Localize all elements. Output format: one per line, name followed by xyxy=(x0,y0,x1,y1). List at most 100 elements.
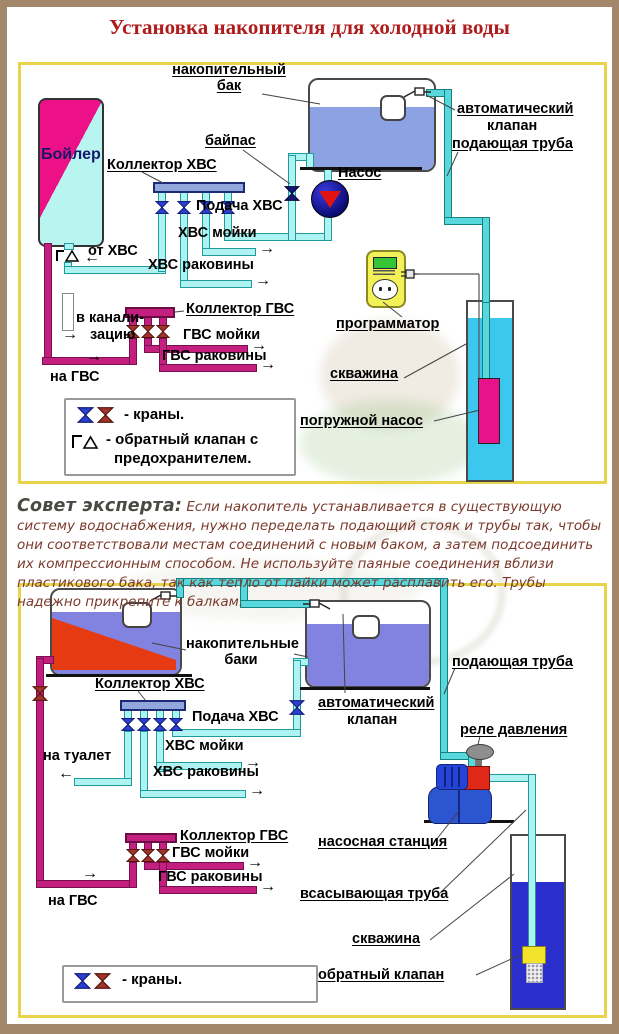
pressure-switch-stem xyxy=(475,757,482,767)
tap-valve-icon xyxy=(153,718,167,731)
feed-pipe-label: подающая труба xyxy=(452,654,573,670)
tap-valve-icon xyxy=(126,325,140,338)
tap-valve-icon xyxy=(137,718,151,731)
check-valve-icon xyxy=(72,435,99,449)
pressure-switch-label: реле давления xyxy=(460,722,568,738)
flow-arrow-right: → xyxy=(260,356,276,373)
flow-arrow-right: → xyxy=(247,854,263,871)
pump-label: Насос xyxy=(338,165,382,181)
red-wedge xyxy=(52,618,176,670)
hot-collector xyxy=(125,307,175,318)
tap-valve-icon xyxy=(156,325,170,338)
hot-pipe-segment xyxy=(129,338,137,365)
cold-collector-label: Коллектор ХВС xyxy=(107,157,217,173)
feed-pipe-segment xyxy=(444,89,452,225)
pump-station-tank xyxy=(428,786,492,824)
tap-valve-icon xyxy=(74,973,91,989)
cold-supply-label: Подача ХВС xyxy=(196,198,283,214)
auto-valve-label: автоматический xyxy=(318,695,435,711)
hot-pipe-segment xyxy=(129,862,137,888)
cold-basins-label: ХВС раковины xyxy=(148,257,254,273)
hot-sinks-label: ГВС мойки xyxy=(172,845,250,861)
flow-arrow-right: → xyxy=(82,865,98,882)
hot-pipe-segment xyxy=(144,345,248,353)
submersible-pump xyxy=(478,378,500,444)
tap-valve-icon xyxy=(156,849,170,862)
boiler xyxy=(38,98,104,247)
hot-collector-label: Коллектор ГВС xyxy=(180,828,289,844)
tank-water xyxy=(310,107,434,170)
flow-arrow-right: → xyxy=(259,240,275,257)
pump-icon xyxy=(311,180,349,218)
auto-valve-label-2: клапан xyxy=(487,118,538,134)
from-cold-label: от ХВС xyxy=(88,243,138,259)
cold-pipe-segment xyxy=(202,248,256,256)
programmer-label: программатор xyxy=(336,316,440,332)
programmer-screen xyxy=(373,257,397,269)
tap-valve-icon xyxy=(289,700,305,715)
to-hot-label: на ГВС xyxy=(48,893,98,909)
cold-collector xyxy=(153,182,245,193)
programmer-socket xyxy=(372,279,398,300)
legend-valves-label: - краны. xyxy=(122,971,183,988)
cold-collector xyxy=(120,700,186,711)
cold-pipe-segment xyxy=(156,762,242,770)
strainer xyxy=(526,963,543,983)
auto-valve-label-2: клапан xyxy=(347,712,398,728)
to-hot-label: на ГВС xyxy=(50,369,100,385)
hot-pipe-segment xyxy=(159,364,257,372)
plug-icon xyxy=(401,269,418,279)
tap-valve-icon xyxy=(126,849,140,862)
tap-valve-icon xyxy=(199,201,213,214)
feed-pipe-segment xyxy=(482,302,490,382)
top-diagram-box xyxy=(18,62,607,484)
cold-sinks-label: ХВС мойки xyxy=(165,738,244,754)
flow-arrow-right: → xyxy=(249,782,265,799)
tap-valve-icon xyxy=(169,718,183,731)
hot-pipe-segment xyxy=(44,243,52,365)
cold-pipe-segment xyxy=(180,280,252,288)
to-toilet-label: на туалет xyxy=(43,748,112,764)
check-valve-body xyxy=(522,946,546,964)
tap-valve-icon xyxy=(32,686,48,701)
flow-arrow-right: → xyxy=(260,878,276,895)
pump-station-label: насосная станция xyxy=(318,834,448,850)
storage-tank xyxy=(308,78,436,172)
hot-collector-label: Коллектор ГВС xyxy=(186,301,295,317)
legend-check-valve-label-2: предохранителем. xyxy=(114,450,252,467)
hot-collector xyxy=(125,833,177,843)
float-valve-icon xyxy=(303,599,331,610)
sewer-drain-pipe xyxy=(62,293,74,331)
storage-tanks-label: накопительные баки xyxy=(186,636,299,668)
cold-pipe-segment xyxy=(74,778,132,786)
well-label: скважина xyxy=(352,931,421,947)
bypass-label: байпас xyxy=(205,133,256,149)
well-water xyxy=(512,882,564,1008)
pump-outlet-pipe xyxy=(324,214,332,241)
flow-arrow-right: → xyxy=(251,337,267,354)
tap-valve-icon xyxy=(221,201,235,214)
cold-pipe-segment xyxy=(156,731,164,772)
pressure-switch-icon xyxy=(466,744,494,760)
check-valve-label: обратный клапан xyxy=(318,967,445,983)
legend-valves-label: - краны. xyxy=(124,406,185,423)
flow-arrow-right: → xyxy=(62,326,78,343)
programmer-buttons xyxy=(373,270,395,277)
legend-check-valve-label: - обратный клапан с xyxy=(106,431,259,448)
submersible-pump-label: погружной насос xyxy=(300,413,424,429)
hot-basins-label: ГВС раковины xyxy=(158,869,263,885)
flow-arrow-right: → xyxy=(255,272,271,289)
tap-valve-icon xyxy=(97,407,114,423)
expert-note-lead: Совет эксперта: xyxy=(17,495,183,516)
boiler-label: Бойлер xyxy=(41,146,101,163)
pressure-switch-body xyxy=(464,766,490,790)
cold-collector-label: Коллектор ХВС xyxy=(95,676,205,692)
cold-pipe-segment xyxy=(140,731,148,798)
flow-arrow-left: ← xyxy=(58,765,74,782)
well-label: скважина xyxy=(330,366,399,382)
tank-shelf xyxy=(300,687,430,690)
sewer-label-2: зацию xyxy=(90,327,136,343)
float-ball xyxy=(352,615,380,639)
float-ball xyxy=(380,95,406,121)
